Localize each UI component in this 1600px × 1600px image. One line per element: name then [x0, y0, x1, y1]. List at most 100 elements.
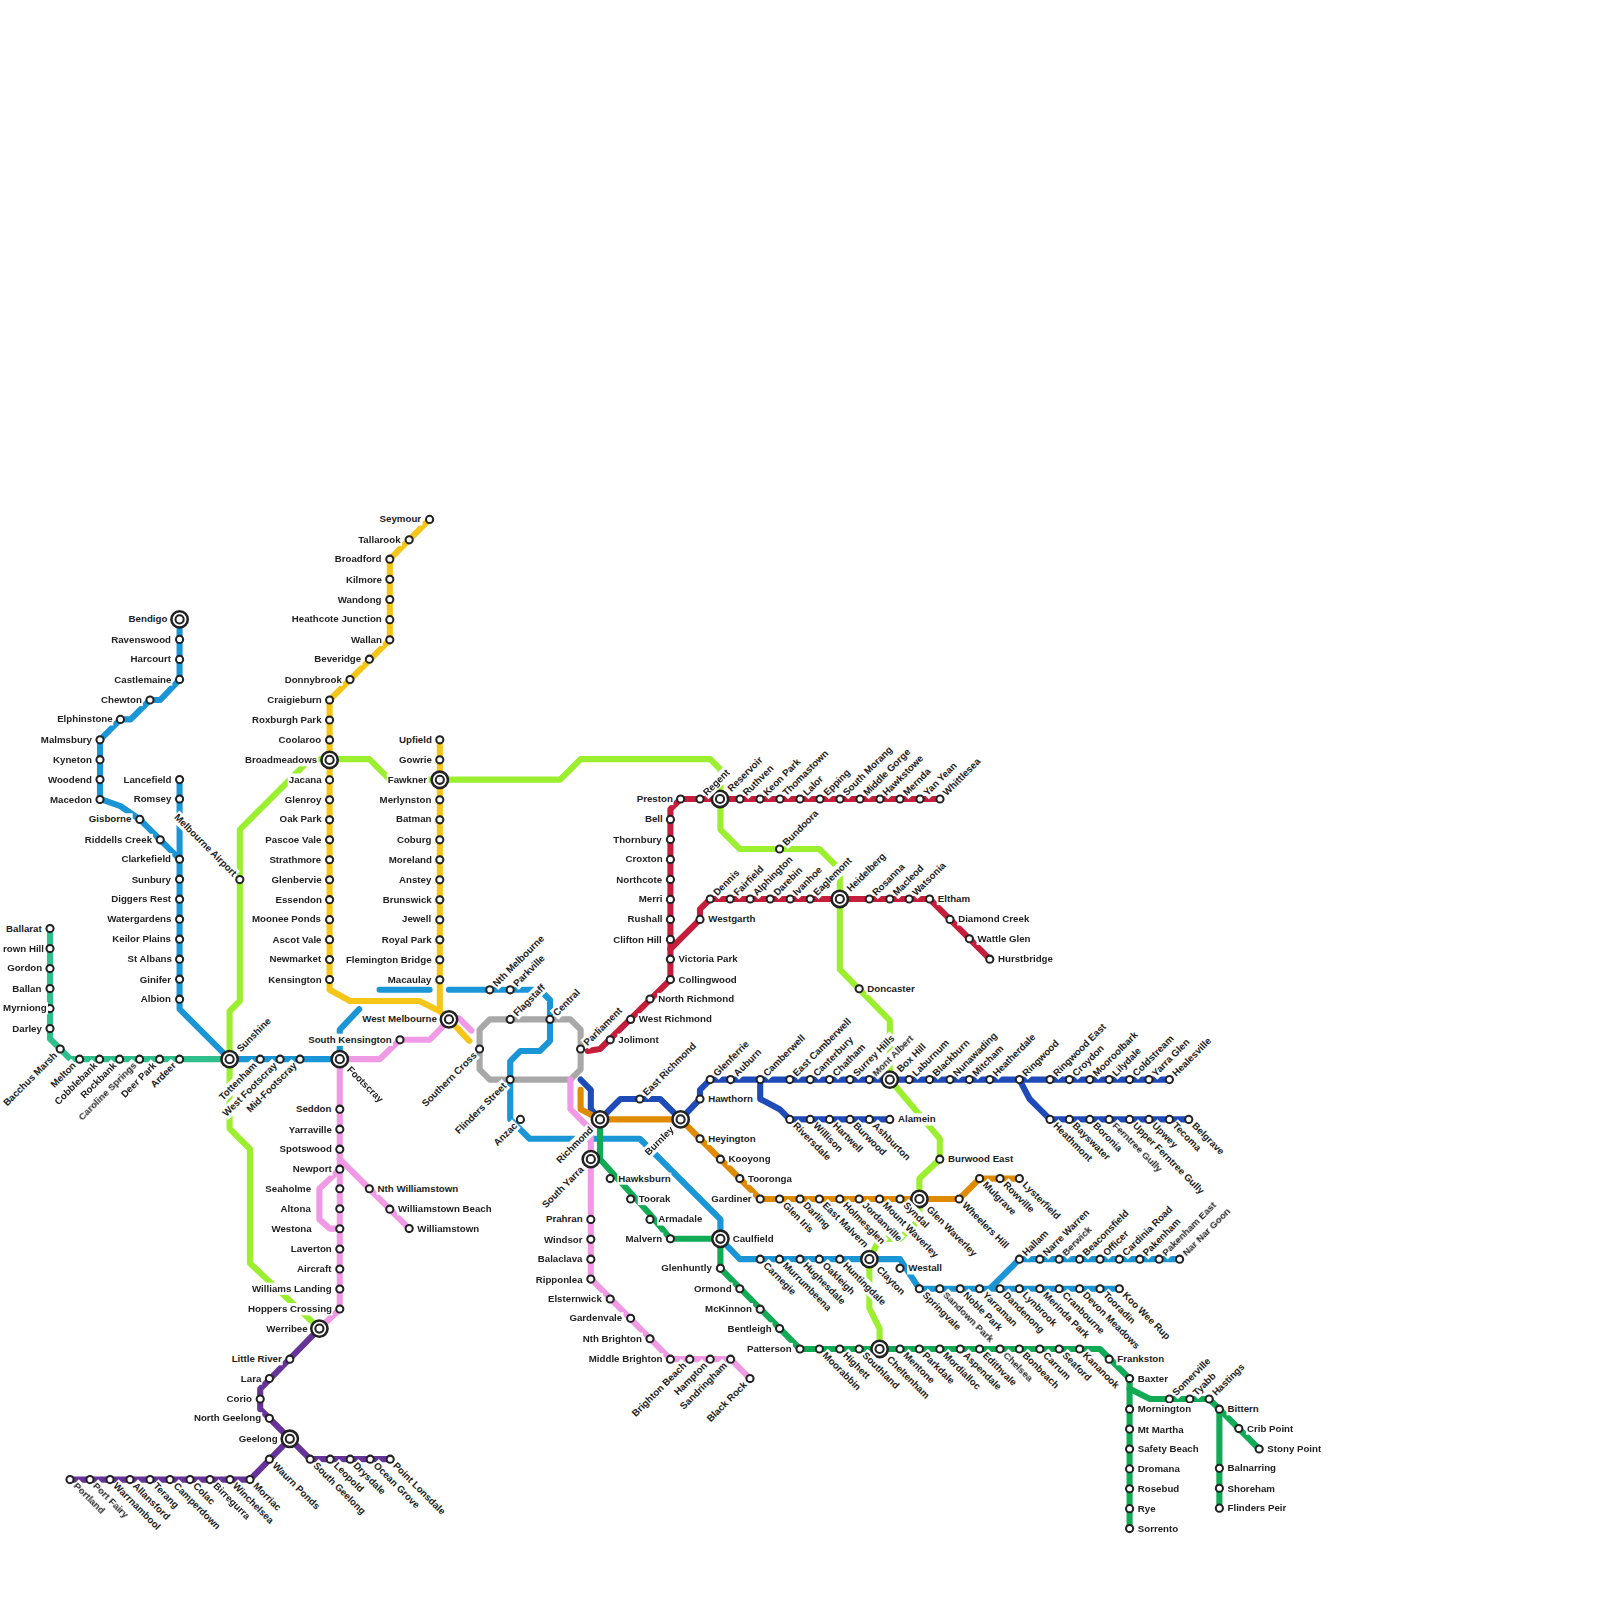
- rail-line: [588, 799, 940, 1051]
- station-dot: [1185, 1116, 1192, 1123]
- station-dot: [882, 1071, 898, 1087]
- station-dot: [1126, 1465, 1133, 1472]
- station-dot: [326, 836, 333, 843]
- station-dot: [836, 1345, 843, 1352]
- station-dot: [646, 1335, 653, 1342]
- station-dot: [406, 1225, 413, 1232]
- station-label: Ripponlea: [535, 1273, 584, 1285]
- rail-line: [670, 899, 989, 959]
- rail-line: [581, 1080, 1170, 1120]
- station-dot: [426, 516, 433, 523]
- station-dot: [326, 936, 333, 943]
- station-label: Armadale: [657, 1213, 703, 1225]
- station-dot: [226, 1055, 234, 1063]
- rail-line: [581, 1090, 1020, 1199]
- station-dot: [336, 1285, 343, 1292]
- station-dot: [1056, 1256, 1063, 1263]
- station-dot: [607, 1295, 614, 1302]
- station-dot: [796, 1345, 803, 1352]
- station-label: Harcourt: [130, 653, 172, 665]
- station-dot: [1106, 1356, 1113, 1363]
- rail-line: [449, 990, 1180, 1289]
- station-label: Pascoe Vale: [264, 834, 322, 846]
- station-dot: [986, 1076, 993, 1083]
- station-dot: [946, 1076, 953, 1083]
- station-label: Central: [550, 986, 584, 1020]
- station-dot: [326, 816, 333, 823]
- station-dot: [856, 1345, 863, 1352]
- station-dot: [336, 1265, 343, 1272]
- station-dot: [307, 1456, 314, 1463]
- station-dot: [696, 795, 703, 802]
- station-label: Diamond Creek: [957, 913, 1030, 925]
- station-dot: [826, 1076, 833, 1083]
- station-label: Frankston: [1116, 1353, 1165, 1365]
- station-label: St Albans: [127, 953, 173, 965]
- station-dot: [846, 1076, 853, 1083]
- station-dot: [946, 916, 953, 923]
- station-dot: [836, 1195, 843, 1202]
- station-dot: [1076, 1256, 1083, 1263]
- station-dot: [96, 736, 103, 743]
- station-label: Northcote: [615, 873, 663, 885]
- station-label: Gardiner: [710, 1193, 752, 1205]
- station-label: Keilor Plains: [111, 933, 172, 945]
- station-label: Roxburgh Park: [251, 714, 323, 726]
- station-dot: [865, 1255, 873, 1263]
- station-dot: [816, 1256, 823, 1263]
- station-label: East Richmond: [640, 1039, 700, 1099]
- station-dot: [1126, 1485, 1133, 1492]
- station-dot: [436, 736, 443, 743]
- station-dot: [257, 1056, 264, 1063]
- station-dot: [1126, 1076, 1133, 1083]
- station-dot: [926, 1076, 933, 1083]
- station-label: Wattle Glen: [977, 933, 1032, 945]
- station-dot: [1166, 1116, 1173, 1123]
- station-dot: [326, 776, 333, 783]
- station-label: Werribee: [265, 1322, 308, 1334]
- station-dot: [386, 1206, 393, 1213]
- station-dot: [776, 845, 783, 852]
- station-dot: [396, 1036, 403, 1043]
- station-dot: [816, 795, 823, 802]
- station-dot: [976, 1345, 983, 1352]
- station-dot: [1016, 1076, 1023, 1083]
- station-dot: [386, 576, 393, 583]
- station-dot: [736, 795, 743, 802]
- station-dot: [886, 1116, 893, 1123]
- station-label: Donnybrook: [284, 673, 343, 685]
- station-dot: [886, 895, 893, 902]
- station-dot: [776, 1256, 783, 1263]
- station-label: Toorak: [638, 1193, 672, 1205]
- station-dot: [486, 986, 493, 993]
- station-dot: [176, 1056, 183, 1063]
- station-label: Heyington: [707, 1133, 756, 1145]
- station-dot: [776, 795, 783, 802]
- station-dot: [1036, 1345, 1043, 1352]
- rail-line: [50, 929, 230, 1060]
- station-label: Royal Park: [381, 934, 433, 946]
- station-dot: [1235, 1425, 1242, 1432]
- rail-line: [319, 1018, 471, 1328]
- station-label: Prahran: [545, 1213, 584, 1225]
- station-label: Macedon: [49, 793, 93, 805]
- station-dot: [326, 796, 333, 803]
- station-dot: [587, 1276, 594, 1283]
- station-label: Eltham: [937, 893, 971, 905]
- station-label: Caulfield: [732, 1233, 775, 1245]
- station-dot: [176, 936, 183, 943]
- station-label: Gisborne: [88, 813, 133, 825]
- station-dot: [336, 1106, 343, 1113]
- station-label: Kensington: [267, 973, 322, 985]
- station-dot: [757, 1076, 764, 1083]
- station-dot: [966, 935, 973, 942]
- station-dot: [1086, 1116, 1093, 1123]
- station-dot: [1086, 1076, 1093, 1083]
- station-dot: [826, 1116, 833, 1123]
- station-dot: [96, 756, 103, 763]
- station-label: Broadmeadows: [244, 754, 318, 766]
- station-dot: [326, 956, 333, 963]
- station-label: Albion: [140, 993, 172, 1005]
- station-dot: [176, 996, 183, 1003]
- station-dot: [176, 795, 183, 802]
